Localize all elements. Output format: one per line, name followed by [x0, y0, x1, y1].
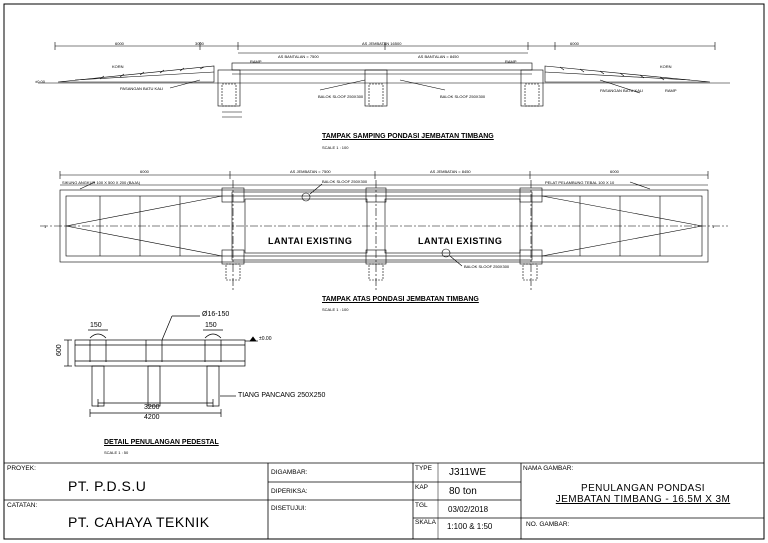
- proyek-value: PT. P.D.S.U: [68, 478, 147, 494]
- svg-text:6000: 6000: [610, 169, 620, 174]
- svg-text:±0.00: ±0.00: [35, 79, 46, 84]
- svg-text:PELAT PELAMBUNG TEBAL 100 X 10: PELAT PELAMBUNG TEBAL 100 X 10: [545, 180, 615, 185]
- svg-text:6000: 6000: [115, 41, 125, 46]
- svg-text:AS BANTALAN = 8450: AS BANTALAN = 8450: [418, 54, 460, 59]
- detail-pedestal: [64, 315, 258, 417]
- svg-text:6000: 6000: [570, 41, 580, 46]
- svg-text:RAMP: RAMP: [505, 59, 517, 64]
- svg-text:PASANGAN BATU KALI: PASANGAN BATU KALI: [120, 86, 163, 91]
- svg-text:AS JEMBATAN = 7500: AS JEMBATAN = 7500: [290, 169, 331, 174]
- kap-value: 80 ton: [449, 486, 477, 497]
- svg-text:RAMP: RAMP: [250, 59, 262, 64]
- title-block-grid: [4, 462, 764, 539]
- dim-top-left: 150: [90, 322, 102, 329]
- level-label: ±0.00: [259, 336, 272, 342]
- svg-text:1: 1: [712, 224, 715, 229]
- nama-gambar-line1: PENULANGAN PONDASI: [581, 483, 705, 494]
- svg-text:6000: 6000: [140, 169, 150, 174]
- dim-top-right: 150: [205, 322, 217, 329]
- dim-inner: 3200: [144, 404, 160, 411]
- svg-text:AS JEMBATAN 16500: AS JEMBATAN 16500: [362, 41, 402, 46]
- svg-text:BALOK SLOOF 250X300: BALOK SLOOF 250X300: [440, 94, 486, 99]
- nama-gambar-label: NAMA GAMBAR:: [523, 465, 574, 472]
- side-view-notes: 6000 3000 AS JEMBATAN 16500 6000 AS BANTAL…: [35, 41, 677, 99]
- sheet-border: [3, 3, 765, 540]
- digambar-label: DIGAMBAR:: [271, 469, 308, 476]
- type-value: J311WE: [449, 467, 487, 478]
- tgl-value: 03/02/2018: [448, 505, 489, 514]
- nama-gambar-line2: JEMBATAN TIMBANG - 16.5M X 3M: [555, 494, 731, 505]
- floor-label-left: LANTAI EXISTING: [268, 236, 353, 246]
- skala-label: SKALA: [415, 519, 436, 526]
- svg-text:KORN: KORN: [112, 64, 124, 69]
- svg-text:KORN: KORN: [660, 64, 672, 69]
- dim-height: 600: [56, 344, 63, 356]
- svg-text:3000: 3000: [195, 41, 205, 46]
- detail-scale: SCALE 1 : 50: [104, 450, 129, 455]
- detail-title: DETAIL PENULANGAN PEDESTAL: [104, 439, 219, 446]
- no-gambar-label: NO. GAMBAR:: [526, 521, 570, 528]
- top-view-notes: 6000 AS JEMBATAN = 7500 AS JEMBATAN = 845…: [44, 169, 715, 269]
- svg-text:SIKUNG ANGKUR 100 X 500 X 200: SIKUNG ANGKUR 100 X 500 X 200 (BAJA): [62, 180, 141, 185]
- skala-value: 1:100 & 1:50: [447, 522, 493, 531]
- floor-label-right: LANTAI EXISTING: [418, 236, 503, 246]
- svg-text:AS JEMBATAN = 8450: AS JEMBATAN = 8450: [430, 169, 471, 174]
- disetujui-label: DISETUJUI:: [271, 505, 307, 512]
- rebar-label: Ø16-150: [202, 311, 230, 318]
- top-view-scale: SCALE 1 : 100: [322, 307, 349, 312]
- type-label: TYPE: [415, 465, 432, 472]
- kap-label: KAP: [415, 484, 429, 491]
- diperiksa-label: DIPERIKSA:: [271, 488, 308, 495]
- side-view: [38, 42, 730, 118]
- top-view: [40, 171, 728, 290]
- side-view-title: TAMPAK SAMPING PONDASI JEMBATAN TIMBANG: [322, 133, 494, 140]
- pile-label: TIANG PANCANG 250X250: [238, 392, 326, 399]
- svg-text:RAMP: RAMP: [665, 88, 677, 93]
- side-view-scale: SCALE 1 : 100: [322, 145, 349, 150]
- dim-outer: 4200: [144, 414, 160, 421]
- top-view-title: TAMPAK ATAS PONDASI JEMBATAN TIMBANG: [322, 296, 479, 303]
- svg-text:BALOK SLOOF 250X300: BALOK SLOOF 250X300: [318, 94, 364, 99]
- catatan-label: CATATAN:: [7, 502, 38, 509]
- svg-text:BALOK SLOOF 250X300: BALOK SLOOF 250X300: [464, 264, 510, 269]
- catatan-value: PT. CAHAYA TEKNIK: [68, 514, 210, 530]
- svg-text:PASANGAN BATU KALI: PASANGAN BATU KALI: [600, 88, 643, 93]
- svg-text:1: 1: [44, 224, 47, 229]
- svg-text:AS BANTALAN = 7500: AS BANTALAN = 7500: [278, 54, 320, 59]
- svg-text:BALOK SLOOF 250X300: BALOK SLOOF 250X300: [322, 179, 368, 184]
- proyek-label: PROYEK:: [7, 465, 36, 472]
- tgl-label: TGL: [415, 502, 428, 509]
